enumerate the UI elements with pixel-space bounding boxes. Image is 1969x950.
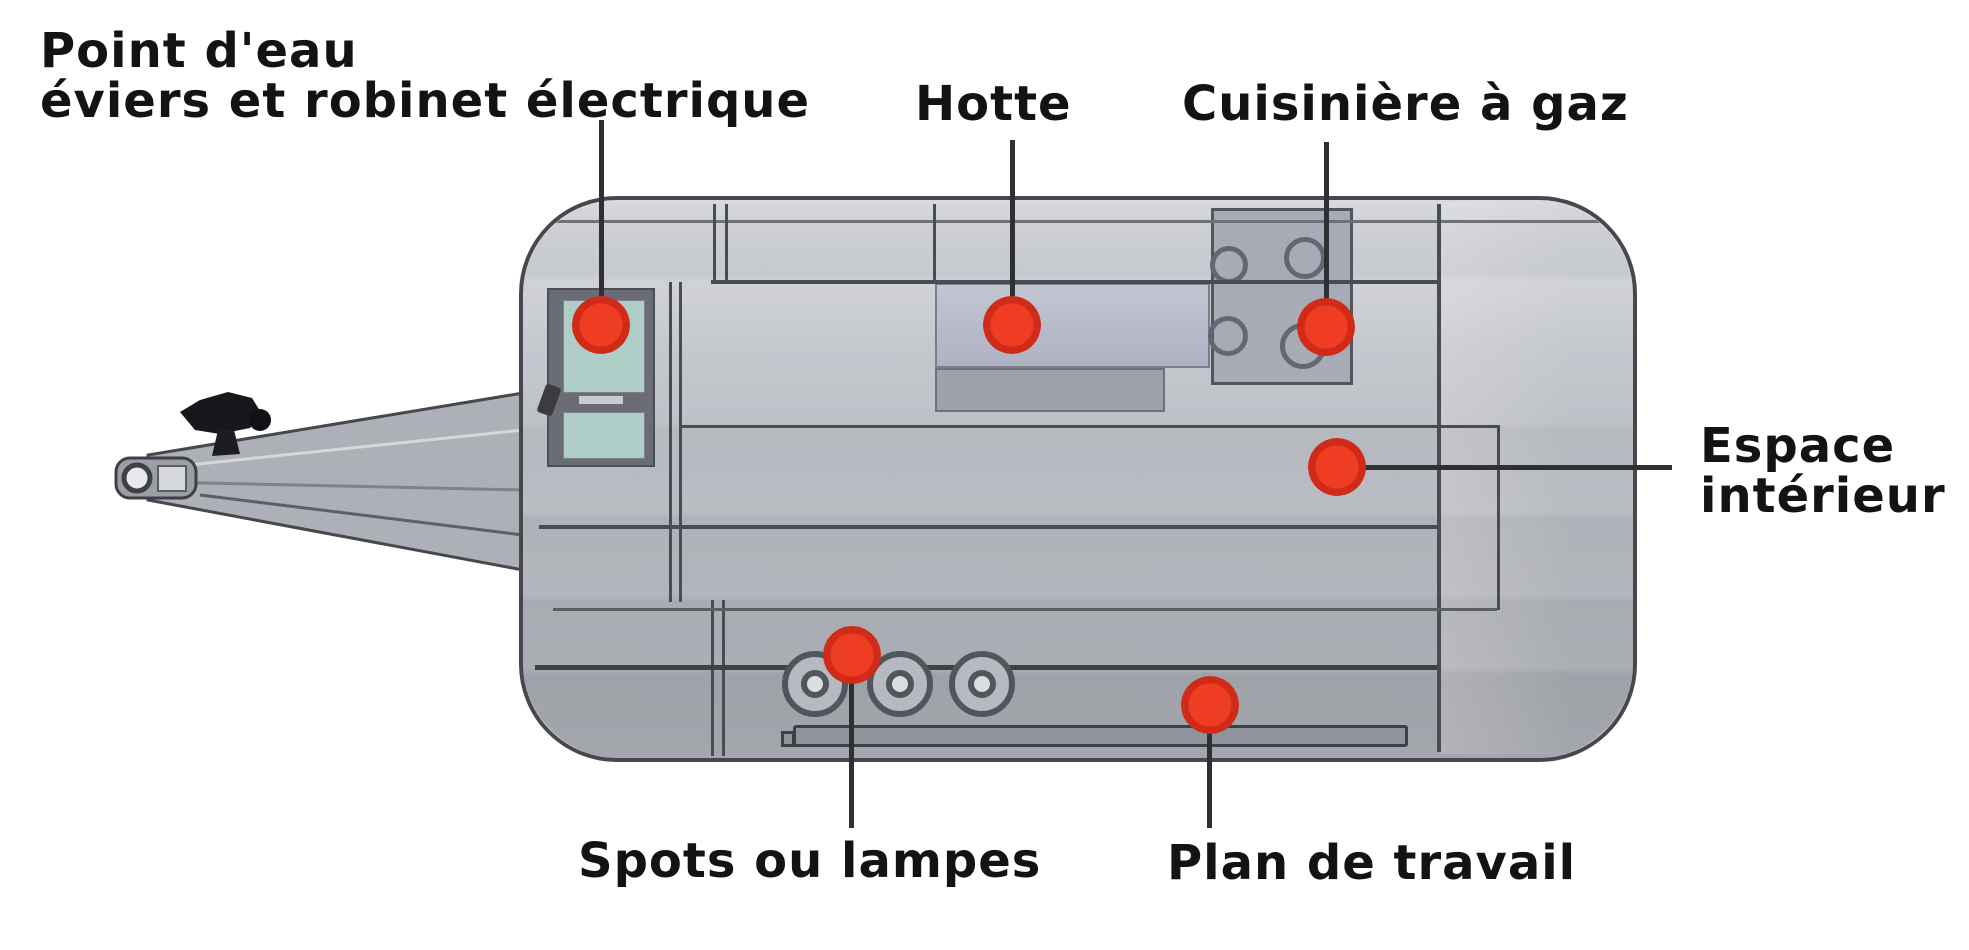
seam-top-b (725, 204, 728, 282)
label-espace-interieur-line2: intérieur (1700, 468, 1946, 524)
seam-bottom-b (722, 600, 725, 756)
right-panel-edge (1497, 425, 1500, 610)
jockey-knob (249, 409, 271, 431)
drawbar-highlight (159, 428, 524, 470)
lamp-lens (886, 670, 914, 698)
leader-line-hotte (1010, 140, 1015, 325)
label-point-eau-line2: éviers et robinet électrique (40, 73, 811, 129)
drawbar-seam (159, 480, 524, 492)
range-hood-lower (935, 368, 1165, 412)
gas-stove-panel (1208, 208, 1353, 385)
trailer-hitch (114, 391, 525, 572)
marker-plan-de-travail-dot[interactable] (1181, 676, 1239, 734)
upper-seam-line (711, 280, 1437, 284)
drawbar-shadow-line (199, 493, 524, 537)
seam-mid-a (669, 282, 672, 602)
seam-mid-b (679, 282, 682, 602)
leader-line-point-eau (599, 120, 604, 325)
faucet-bar (579, 396, 623, 404)
label-point-eau: Point d'eau éviers et robinet électrique (40, 26, 810, 126)
leader-line-plan-de-travail (1207, 705, 1212, 828)
mid-line-2 (539, 525, 1437, 529)
marker-espace-interieur-dot[interactable] (1308, 438, 1366, 496)
seam-hood-left (933, 204, 936, 283)
label-point-eau-line1: Point d'eau (40, 23, 358, 79)
label-spots-ou-lampes: Spots ou lampes (578, 833, 1042, 889)
burner-icon (1208, 316, 1248, 356)
label-cuisiniere-a-gaz: Cuisinière à gaz (1182, 76, 1629, 132)
marker-spots-dot[interactable] (823, 626, 881, 684)
mid-line-1 (679, 425, 1497, 428)
label-plan-de-travail: Plan de travail (1167, 835, 1577, 891)
coupler-eye (121, 462, 153, 494)
jockey-stem (212, 430, 240, 456)
marker-cuisiniere-dot[interactable] (1297, 298, 1355, 356)
end-cap-highlight (1441, 202, 1629, 754)
label-espace-interieur: Espace intérieur (1700, 421, 1946, 521)
leader-line-espace-interieur (1337, 465, 1672, 470)
counter-base-bar (793, 725, 1408, 747)
lamp-lens (968, 670, 996, 698)
burner-icon (1210, 246, 1248, 284)
marker-hotte-dot[interactable] (983, 296, 1041, 354)
seam-top-a (713, 204, 716, 282)
leader-line-spots (849, 655, 854, 828)
faucet-handle (536, 383, 562, 417)
range-hood-panel (935, 283, 1210, 368)
coupler-plate (157, 465, 187, 492)
jockey-handle (180, 392, 262, 434)
burner-icon (1284, 237, 1326, 279)
mid-line-3 (553, 608, 1497, 611)
marker-point-eau-dot[interactable] (572, 296, 630, 354)
trailer-body (523, 200, 1633, 758)
leader-line-cuisiniere (1324, 142, 1329, 327)
seam-bottom-a (711, 600, 714, 756)
seam-right-cap (1437, 204, 1441, 752)
label-espace-interieur-line1: Espace (1700, 418, 1896, 474)
lamp-lens (801, 670, 829, 698)
ceiling-lamp (949, 651, 1015, 717)
sink-window-bottom (563, 412, 645, 459)
roof-rail-line (531, 220, 1625, 223)
label-hotte: Hotte (915, 76, 1072, 132)
